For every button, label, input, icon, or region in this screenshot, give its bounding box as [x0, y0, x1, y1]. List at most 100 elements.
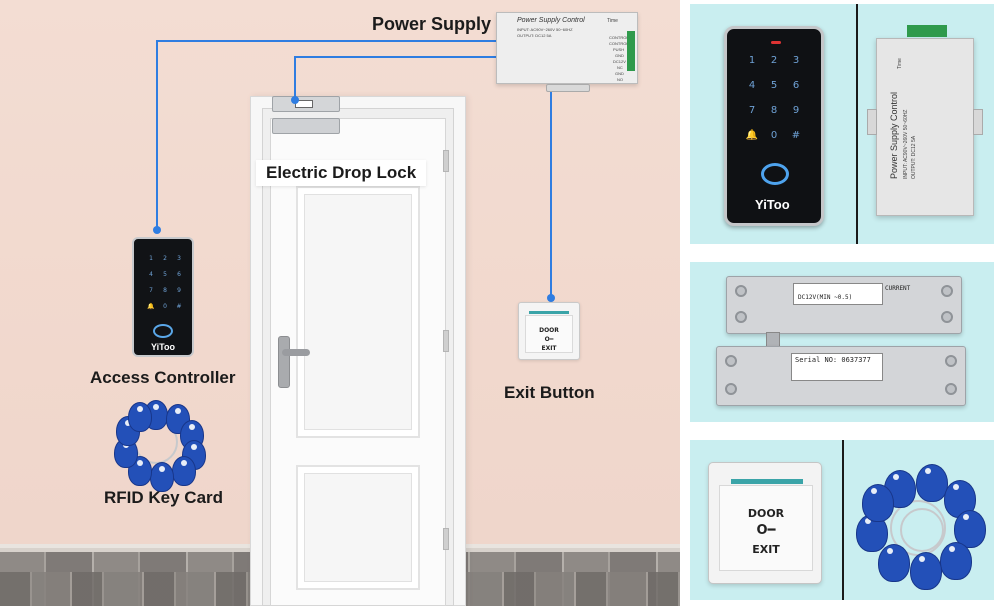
spec-label: DC12V(MIN ~0.5)	[793, 283, 883, 305]
key: 1	[748, 55, 756, 66]
rfid-tag	[954, 510, 986, 548]
key: #	[176, 303, 182, 310]
access-controller-closeup: 1 2 3 4 5 6 7 8 9 🔔 0 # YiToo	[724, 26, 824, 226]
key: 9	[177, 287, 181, 294]
drop-lock-on-door	[272, 96, 340, 138]
rfid-tag	[878, 544, 910, 582]
rfid-tag	[910, 552, 942, 590]
key: 5	[163, 271, 167, 278]
bell-icon: 🔔	[147, 303, 155, 310]
keypad-keys-closeup: 1 2 3 4 5 6 7 8 9 🔔 0 #	[741, 55, 807, 141]
key: 2	[163, 255, 167, 262]
psu-terminal-label: GND	[615, 71, 624, 76]
door-panel-top	[296, 186, 420, 438]
screw	[735, 285, 747, 297]
key: 4	[149, 271, 153, 278]
psu-closeup-output: OUTPUT: DC12 5A	[911, 135, 917, 179]
door-handle	[282, 349, 310, 356]
wire-exit-button	[550, 84, 552, 298]
psu-title: Power Supply Control	[517, 17, 585, 24]
psu-closeup-title: Power Supply Control	[889, 91, 899, 179]
screw	[725, 355, 737, 367]
door-hinge	[443, 528, 449, 550]
exit-plate-door: DOOR	[539, 327, 559, 334]
fingerprint-sensor-icon	[153, 324, 173, 338]
exit-plate-exit: EXIT	[541, 345, 557, 352]
wire-controller-top	[156, 40, 496, 42]
rfid-tag	[128, 402, 152, 432]
wire-endpoint	[291, 96, 299, 104]
wire-controller	[156, 40, 158, 230]
lock-label	[295, 100, 313, 108]
exit-button-face	[525, 315, 573, 353]
mount-ear	[973, 109, 983, 135]
door-hinge	[443, 330, 449, 352]
installation-scene: Power Supply Control INPUT: AC90V~260V 5…	[0, 0, 680, 606]
screw	[725, 383, 737, 395]
lock-voltage-text: DC12V(MIN ~0.5)	[798, 294, 853, 301]
key: 8	[163, 287, 167, 294]
key: 6	[177, 271, 181, 278]
lock-serial-text: Serial NO: 0637377	[795, 356, 871, 364]
label-power-supply: Power Supply	[372, 14, 492, 34]
psu-terminal-label: PUSH	[613, 47, 625, 52]
wire-endpoint	[547, 294, 555, 302]
screw	[735, 311, 747, 323]
key: 8	[770, 105, 778, 116]
power-supply-unit: Power Supply Control INPUT: AC90V~260V 5…	[496, 12, 638, 84]
exit-button-face	[719, 485, 813, 571]
exit-button-indicator	[529, 311, 569, 314]
drop-lock-lower-closeup: Serial NO: 0637377	[716, 346, 966, 406]
key: 3	[792, 55, 800, 66]
keypad-brand: YiToo	[151, 342, 175, 352]
status-led	[771, 41, 781, 44]
wire-lock	[294, 56, 296, 100]
psu-terminal-label: NC	[617, 65, 623, 70]
key: 6	[792, 80, 800, 91]
rfid-tag	[150, 462, 174, 492]
mount-ear	[867, 109, 877, 135]
exit-button-indicator	[731, 479, 803, 484]
psu-input: INPUT: AC90V~260V 50~60HZ	[517, 27, 573, 32]
key: 7	[149, 287, 153, 294]
key: 9	[792, 105, 800, 116]
key-icon: O━	[756, 523, 776, 538]
key: 3	[177, 255, 181, 262]
psu-terminal-label: CONTROL	[609, 35, 629, 40]
rfid-tag	[128, 456, 152, 486]
label-electric-drop-lock: Electric Drop Lock	[266, 163, 417, 182]
key: 1	[149, 255, 153, 262]
screw	[945, 383, 957, 395]
panel-divider	[842, 440, 844, 600]
key: 5	[770, 80, 778, 91]
screw	[941, 285, 953, 297]
psu-terminal-label: CONTROL	[609, 41, 629, 46]
key-ring	[900, 508, 944, 552]
rfid-tag	[862, 484, 894, 522]
label-rfid-key-card: RFID Key Card	[104, 488, 224, 507]
panel-divider	[856, 4, 858, 244]
key-icon: O━	[544, 336, 554, 343]
label-exit-button: Exit Button	[504, 383, 595, 402]
psu-mount-bracket	[546, 84, 590, 92]
door-handle-plate	[278, 336, 290, 388]
psu-time: Time	[607, 18, 618, 24]
key: 4	[748, 80, 756, 91]
keypad-keys: 1 2 3 4 5 6 7 8 9 🔔 0 #	[144, 255, 186, 310]
key: 2	[770, 55, 778, 66]
lock-upper-body	[272, 96, 340, 112]
serial-label: Serial NO: 0637377	[791, 353, 883, 381]
exit-button-closeup: DOOR O━ EXIT	[708, 462, 822, 584]
psu-terminal-block	[627, 31, 635, 71]
label-access-controller: Access Controller	[90, 368, 236, 387]
lock-lower-body	[272, 118, 340, 134]
psu-closeup-input: INPUT: AC90V~260V 50~60HZ	[903, 109, 909, 180]
drop-lock-upper-closeup: DC12V(MIN ~0.5) CURRENT	[726, 276, 962, 334]
psu-terminal-block	[907, 25, 947, 37]
door-panel-bottom	[296, 465, 420, 590]
lock-current-text: CURRENT	[885, 285, 911, 292]
psu-terminal-label: NO	[617, 77, 623, 82]
screw	[941, 311, 953, 323]
access-controller-keypad: 1 2 3 4 5 6 7 8 9 🔔 0 # YiToo	[132, 237, 194, 357]
screw	[945, 355, 957, 367]
